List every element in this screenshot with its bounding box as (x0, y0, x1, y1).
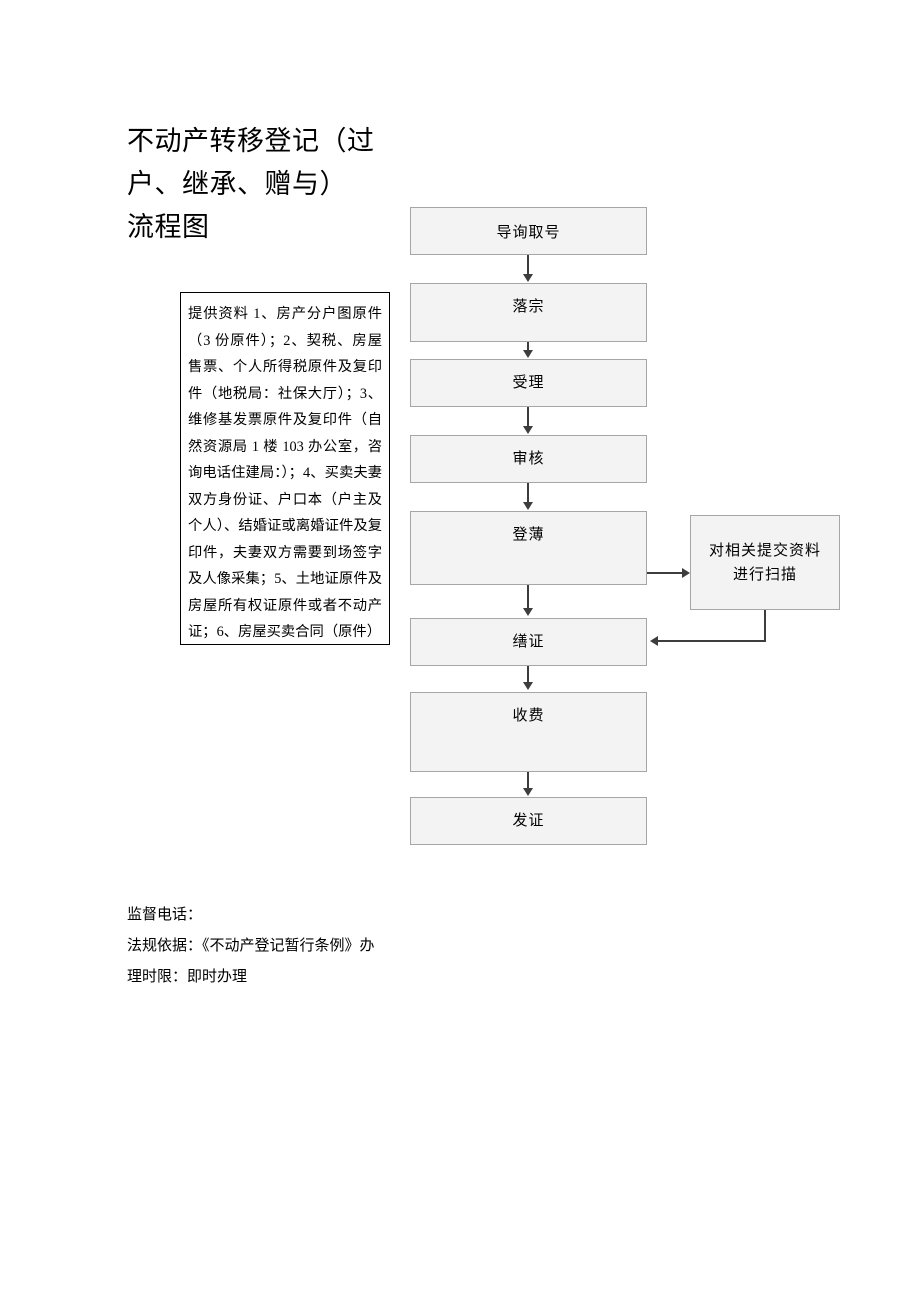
flow-step-scan: 对相关提交资料 进行扫描 (690, 515, 840, 610)
flow-step-register-label: 登薄 (512, 527, 545, 543)
arrow-scan-to-certify-head (650, 636, 658, 646)
flow-step-fee: 收费 (410, 692, 647, 772)
arrow-consult-to-luozong (527, 255, 529, 275)
materials-note-box: 提供资料 1、房产分户图原件（3 份原件）；2、契税、房屋售票、个人所得税原件及… (180, 292, 390, 645)
arrow-review-to-register (527, 483, 529, 503)
arrow-fee-to-issue-head (523, 788, 533, 796)
flow-step-luozong-label: 落宗 (512, 299, 545, 315)
flow-step-consult: 导询取号 (410, 207, 647, 255)
arrow-accept-to-review-head (523, 426, 533, 434)
arrow-register-to-scan-head (682, 568, 690, 578)
flow-step-register: 登薄 (410, 511, 647, 585)
flow-step-accept-label: 受理 (512, 375, 545, 391)
arrow-luozong-to-accept (527, 342, 529, 351)
flow-step-scan-label: 对相关提交资料 进行扫描 (708, 542, 821, 583)
footer-line-regulation: 法规依据：《不动产登记暂行条例》办 (127, 938, 375, 954)
flow-step-issue-label: 发证 (512, 813, 545, 829)
flow-step-issue: 发证 (410, 797, 647, 845)
flow-step-certify: 缮证 (410, 618, 647, 666)
flow-step-luozong: 落宗 (410, 283, 647, 342)
arrow-luozong-to-accept-head (523, 350, 533, 358)
footer-line-supervision: 监督电话： (127, 907, 203, 923)
arrow-review-to-register-head (523, 502, 533, 510)
flow-step-consult-label: 导询取号 (496, 224, 561, 241)
arrow-accept-to-review (527, 407, 529, 427)
arrow-register-to-certify (527, 585, 529, 609)
flow-step-fee-label: 收费 (512, 708, 545, 724)
arrow-scan-down (764, 610, 766, 642)
page-title: 不动产转移登记（过 户、继承、赠与） 流程图 (127, 126, 375, 242)
arrow-register-to-certify-head (523, 608, 533, 616)
flow-step-accept: 受理 (410, 359, 647, 407)
arrow-consult-to-luozong-head (523, 274, 533, 282)
arrow-register-to-scan (647, 572, 683, 574)
flow-step-certify-label: 缮证 (512, 634, 545, 650)
footer-line-timelimit: 理时限：即时办理 (127, 969, 248, 985)
arrow-fee-to-issue (527, 772, 529, 788)
arrow-certify-to-fee (527, 666, 529, 683)
flow-step-review-label: 审核 (512, 451, 545, 467)
footer-block: 监督电话： 法规依据：《不动产登记暂行条例》办 理时限：即时办理 (127, 900, 547, 993)
arrow-certify-to-fee-head (523, 682, 533, 690)
arrow-scan-to-certify (658, 640, 766, 642)
flow-step-review: 审核 (410, 435, 647, 483)
